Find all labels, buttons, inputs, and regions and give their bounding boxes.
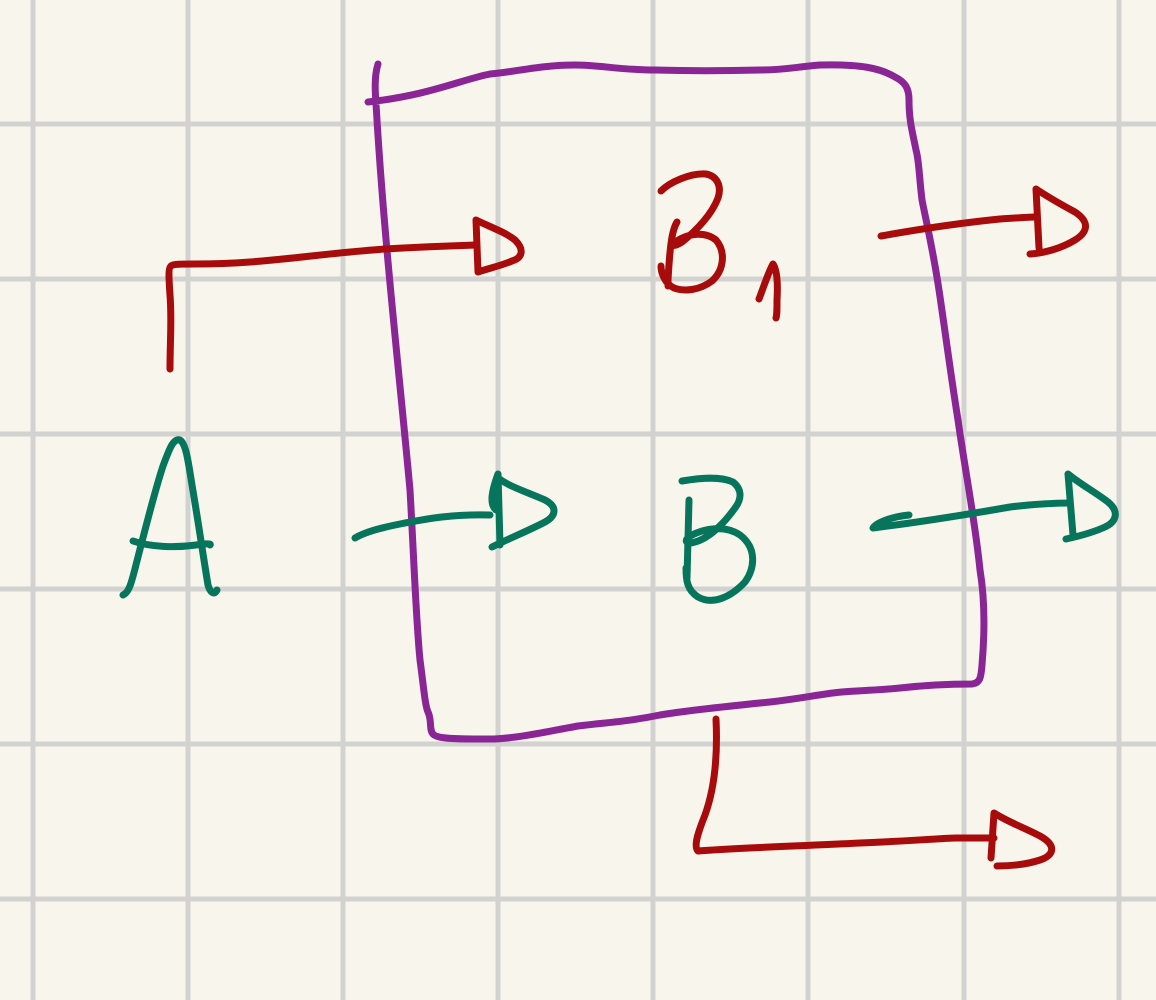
green-input-arrowhead-icon — [488, 470, 558, 551]
label-b1: B1 — [657, 170, 781, 322]
red-bottom-output-arrow — [692, 715, 1056, 870]
red-b1-output-arrow — [877, 185, 1089, 258]
red-b1-arrowhead-icon — [1026, 185, 1089, 258]
red-input-arrowhead-icon — [472, 216, 525, 276]
label-b: B — [678, 474, 757, 604]
red-input-arrow — [165, 216, 525, 373]
label-a: A — [119, 436, 221, 599]
green-output-arrow — [869, 470, 1119, 543]
red-bottom-arrowhead-icon — [987, 809, 1056, 870]
process-box — [364, 60, 988, 743]
green-output-arrowhead-icon — [1062, 470, 1119, 543]
green-input-arrow — [351, 470, 558, 551]
